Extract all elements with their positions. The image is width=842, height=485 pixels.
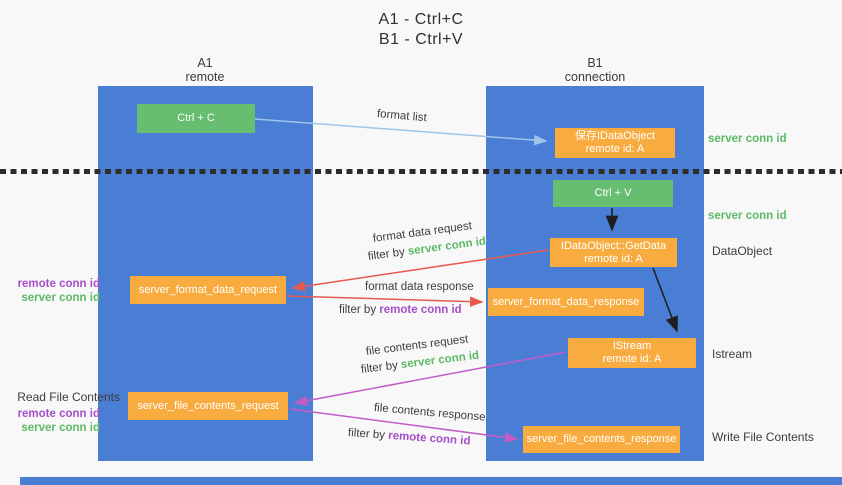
getdata-line1: IDataObject::GetData [560, 239, 667, 252]
server-format-data-response-node: server_format_data_response [488, 288, 644, 316]
diagram-title: A1 - Ctrl+C B1 - Ctrl+V [0, 10, 842, 50]
server-conn-id-label-top: server conn id [708, 133, 787, 145]
bottom-divider-bar [20, 477, 842, 485]
read-file-contents-label: Read File Contents [17, 390, 120, 404]
file-contents-response-filter-label: filter by remote conn id [348, 427, 471, 448]
column-header-a1: A1 remote [155, 56, 255, 84]
write-file-contents-label: Write File Contents [712, 430, 814, 444]
format-data-response-arrow-label: format data response [365, 281, 474, 293]
filter-by-text-3: filter by [360, 359, 399, 376]
format-list-arrow-label: format list [376, 108, 428, 125]
dotted-separator-line [0, 169, 842, 174]
filter-server-conn-id-3: server conn id [400, 349, 480, 372]
filter-remote-conn-id-4: remote conn id [387, 429, 471, 448]
column-b1-subtitle: connection [564, 70, 626, 84]
dataobject-label: DataObject [712, 244, 773, 258]
column-b1-id: B1 [587, 56, 603, 70]
column-a1-subtitle: remote [185, 70, 225, 84]
column-header-b1: B1 connection [545, 56, 645, 84]
server-conn-id-label-mid: server conn id [708, 210, 787, 222]
remote-conn-id-label-1: remote conn id [17, 278, 100, 290]
ctrl-v-label: Ctrl + V [594, 187, 632, 199]
server-conn-id-label-1: server conn id [21, 291, 100, 304]
column-a1-id: A1 [197, 56, 213, 70]
getdata-node: IDataObject::GetData remote id: A [550, 238, 677, 267]
save-dataobject-line1: 保存IDataObject [574, 130, 656, 142]
ctrl-c-label: Ctrl + C [177, 112, 215, 124]
istream-line1: IStream [612, 340, 652, 352]
filter-by-text-1: filter by [367, 246, 406, 263]
istream-node: IStream remote id: A [568, 338, 696, 368]
istream-label: Istream [712, 347, 753, 361]
format-data-response-filter-label: filter by remote conn id [339, 304, 462, 316]
format-data-response-arrow [286, 295, 484, 307]
getdata-line2: remote id: A [584, 252, 643, 265]
server-file-contents-response-node: server_file_contents_response [523, 426, 680, 453]
save-dataobject-node: 保存IDataObject remote id: A [555, 128, 675, 158]
file-contents-response-arrow-label: file contents response [373, 402, 486, 424]
conn-id-pair-file: remote conn id server conn id [0, 408, 100, 435]
conn-id-pair-format: remote conn id server conn id [0, 278, 100, 305]
server-file-contents-request-node: server_file_contents_request [128, 392, 288, 420]
remote-conn-id-label-2: remote conn id [17, 408, 100, 420]
server-conn-id-label-2: server conn id [21, 421, 100, 434]
filter-by-text-4: filter by [347, 427, 386, 442]
ctrl-c-node: Ctrl + C [137, 104, 255, 133]
title-line-1: A1 - Ctrl+C [378, 11, 464, 28]
filter-remote-conn-id-2: remote conn id [379, 304, 462, 316]
istream-line2: remote id: A [602, 353, 662, 365]
filter-by-text-2: filter by [339, 304, 377, 316]
ctrl-v-node: Ctrl + V [553, 180, 673, 207]
title-line-2: B1 - Ctrl+V [378, 31, 464, 48]
save-dataobject-line2: remote id: A [585, 143, 645, 155]
server-format-data-request-node: server_format_data_request [130, 276, 286, 304]
